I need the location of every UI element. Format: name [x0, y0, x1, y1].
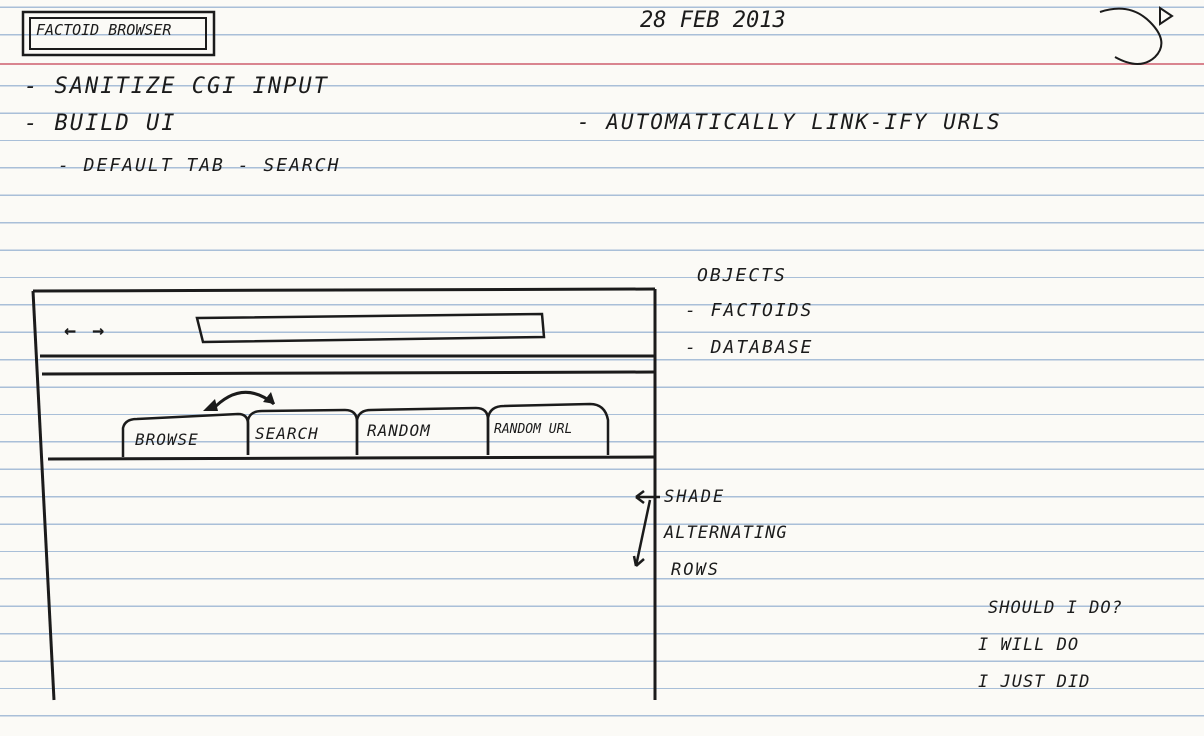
tab-baseline: [47, 455, 656, 461]
objects-item-database: - DATABASE: [685, 337, 814, 358]
annotation-rows: ROWS: [671, 560, 720, 580]
window-left-edge: [31, 290, 56, 701]
tab-random: RANDOM: [367, 421, 431, 440]
title-box-inner: [29, 17, 207, 50]
tab-outline-search: [246, 408, 359, 455]
address-bar: [195, 312, 546, 344]
tab-outline-random-url: [486, 402, 610, 455]
corner-doodle: [1099, 6, 1174, 65]
annotation-alternating: ALTERNATING: [664, 523, 788, 543]
objects-item-factoids: - FACTOIDS: [685, 300, 814, 321]
tab-browse: BROWSE: [135, 430, 199, 449]
toolbar-divider-2: [41, 370, 656, 376]
date-text: 28 FEB 2013: [640, 8, 786, 33]
window-top-edge: [32, 287, 656, 293]
swap-arrowhead-right: [263, 392, 275, 404]
annotation-shade: SHADE: [664, 487, 726, 507]
note-sanitize: - SANITIZE CGI INPUT: [24, 74, 329, 99]
nav-arrows-icon: ← →: [64, 318, 107, 342]
note-linkify: - AUTOMATICALLY LINK-IFY URLS: [577, 110, 1002, 134]
legend-will-do: I WILL DO: [978, 635, 1080, 655]
annotation-arrow-icon: [632, 490, 660, 567]
legend-just-did: I JUST DID: [978, 672, 1091, 692]
note-default-tab: - DEFAULT TAB - SEARCH: [58, 155, 341, 176]
tab-outline-random: [355, 406, 490, 455]
red-margin-line: [0, 63, 1204, 65]
objects-heading: OBJECTS: [697, 265, 787, 286]
tab-random-url: RANDOM URL: [494, 422, 573, 437]
swap-arrowhead-left: [203, 399, 218, 411]
legend-should-do: SHOULD I DO?: [988, 598, 1123, 618]
note-build-ui: - BUILD UI: [24, 111, 177, 136]
title-box-outer: [21, 10, 216, 57]
title-text: FACTOID BROWSER: [36, 21, 172, 39]
tab-search: SEARCH: [255, 424, 319, 443]
